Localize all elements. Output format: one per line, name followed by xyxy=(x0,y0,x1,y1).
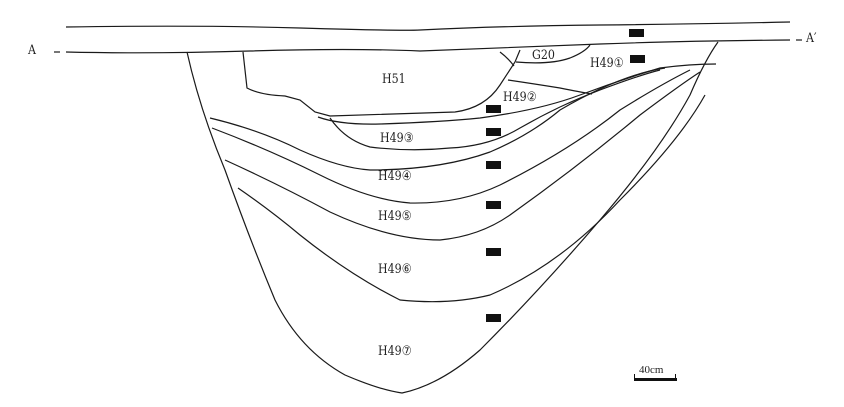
label-h49-1: H49① xyxy=(590,56,624,71)
scale-bar-label: 40cm xyxy=(639,364,664,376)
h51-boundary xyxy=(242,49,521,117)
sample-marker xyxy=(486,128,501,136)
ground-surface-line xyxy=(65,21,791,31)
layer-5-bottom xyxy=(224,71,701,241)
label-h49-5: H49⑤ xyxy=(378,209,412,224)
label-h49-7: H49⑦ xyxy=(378,344,412,359)
layer-4-bottom xyxy=(211,69,691,204)
scale-bar-tick-left xyxy=(634,374,635,381)
layer-6-top xyxy=(237,94,706,303)
section-line-a-a xyxy=(65,39,791,54)
sample-marker xyxy=(486,248,501,256)
scale-bar xyxy=(634,378,677,381)
label-g20: G20 xyxy=(532,48,555,63)
layer-2-bottom xyxy=(317,63,717,125)
section-marker-a: A xyxy=(28,43,36,58)
scale-bar-tick-right xyxy=(675,374,676,381)
pit-outline xyxy=(186,41,719,394)
sample-marker xyxy=(629,29,644,37)
g20-boundary xyxy=(499,44,591,67)
label-h49-3: H49③ xyxy=(380,131,414,146)
label-h49-6: H49⑥ xyxy=(378,262,412,277)
sample-marker xyxy=(486,161,501,169)
layer-2-top xyxy=(507,79,593,95)
layer-3-bottom xyxy=(329,69,661,151)
sample-marker xyxy=(486,105,501,113)
label-h49-2: H49② xyxy=(503,90,537,105)
layer-4-top xyxy=(209,67,666,171)
sample-marker xyxy=(486,314,501,322)
label-h51: H51 xyxy=(382,72,406,87)
sample-marker xyxy=(630,55,645,63)
section-marker-a-prime: A′ xyxy=(806,31,817,46)
sample-marker xyxy=(486,201,501,209)
label-h49-4: H49④ xyxy=(378,169,412,184)
